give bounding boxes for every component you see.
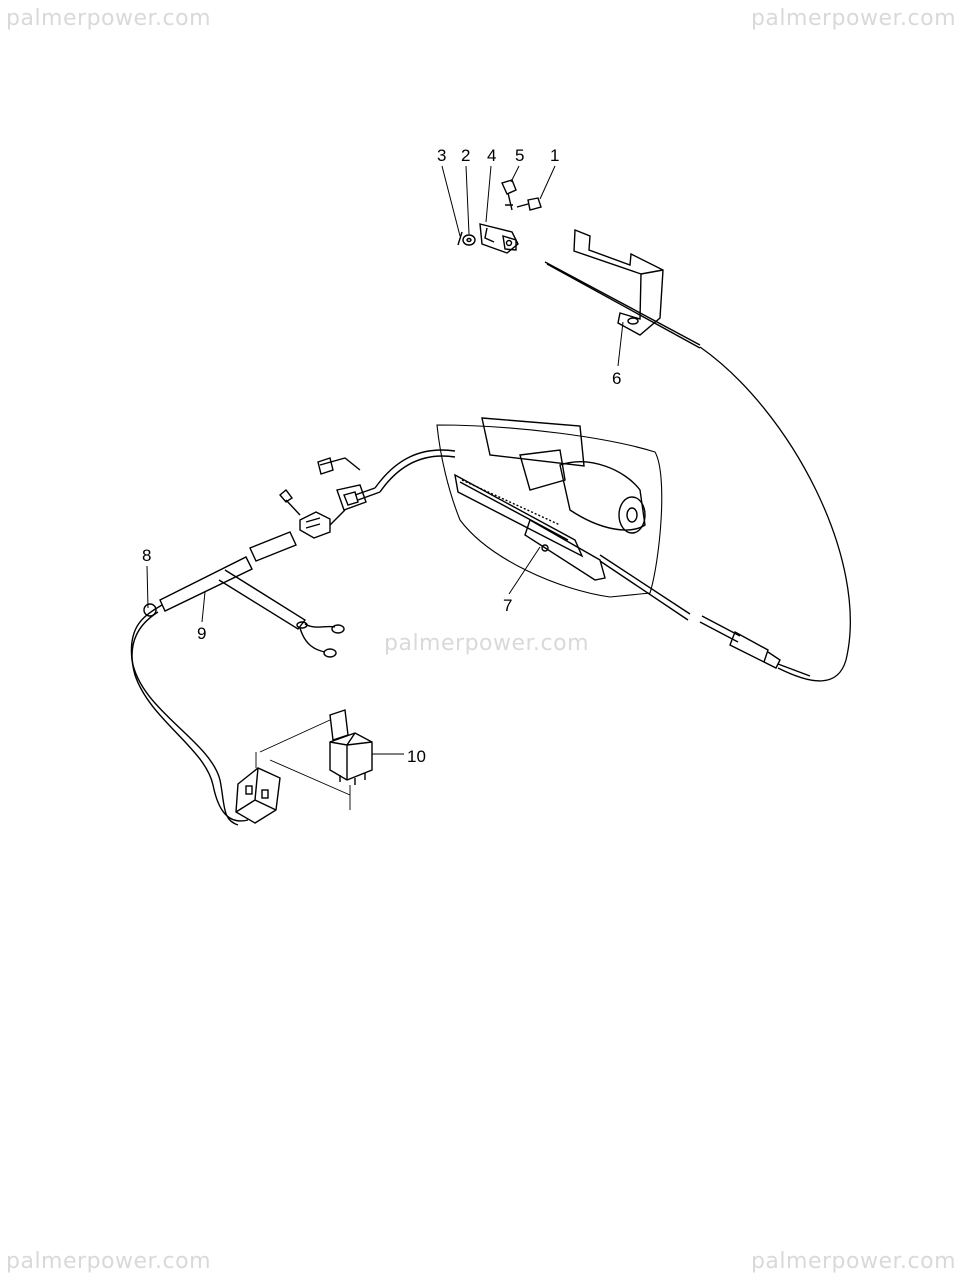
actuator-assembly-part-7	[436, 417, 691, 621]
callout-2: 2	[461, 146, 470, 165]
callout-5: 5	[515, 146, 524, 165]
watermark-top-right: palmerpower.com	[750, 6, 956, 31]
callout-9: 9	[197, 624, 206, 643]
bolt-part-1	[516, 197, 542, 211]
relay-part-10	[329, 709, 373, 785]
callout-1: 1	[550, 146, 559, 165]
callout-6: 6	[612, 369, 621, 388]
assembly-guide-line	[255, 719, 351, 810]
cable-end	[699, 615, 811, 677]
callout-3: 3	[437, 146, 446, 165]
leader-lines	[146, 165, 624, 755]
watermark-bottom-left: palmerpower.com	[6, 1249, 212, 1274]
callout-10: 10	[407, 747, 426, 766]
callout-7: 7	[503, 596, 512, 615]
callout-4: 4	[487, 146, 496, 165]
callout-8: 8	[142, 546, 151, 565]
relay-socket	[235, 767, 281, 824]
watermark-bottom-right: palmerpower.com	[750, 1249, 956, 1274]
connector	[336, 484, 367, 511]
linkage-hardware	[457, 179, 542, 254]
cable-bracket-part-6	[544, 228, 701, 349]
wiring-harness	[130, 449, 456, 826]
washer-part-2	[462, 234, 476, 246]
bracket-part-4	[479, 223, 519, 254]
screw-part-5	[501, 179, 517, 211]
control-cable	[699, 346, 851, 682]
watermark-center: palmerpower.com	[384, 631, 590, 656]
clip-part-3	[457, 231, 463, 246]
watermark-top-left: palmerpower.com	[6, 6, 212, 31]
